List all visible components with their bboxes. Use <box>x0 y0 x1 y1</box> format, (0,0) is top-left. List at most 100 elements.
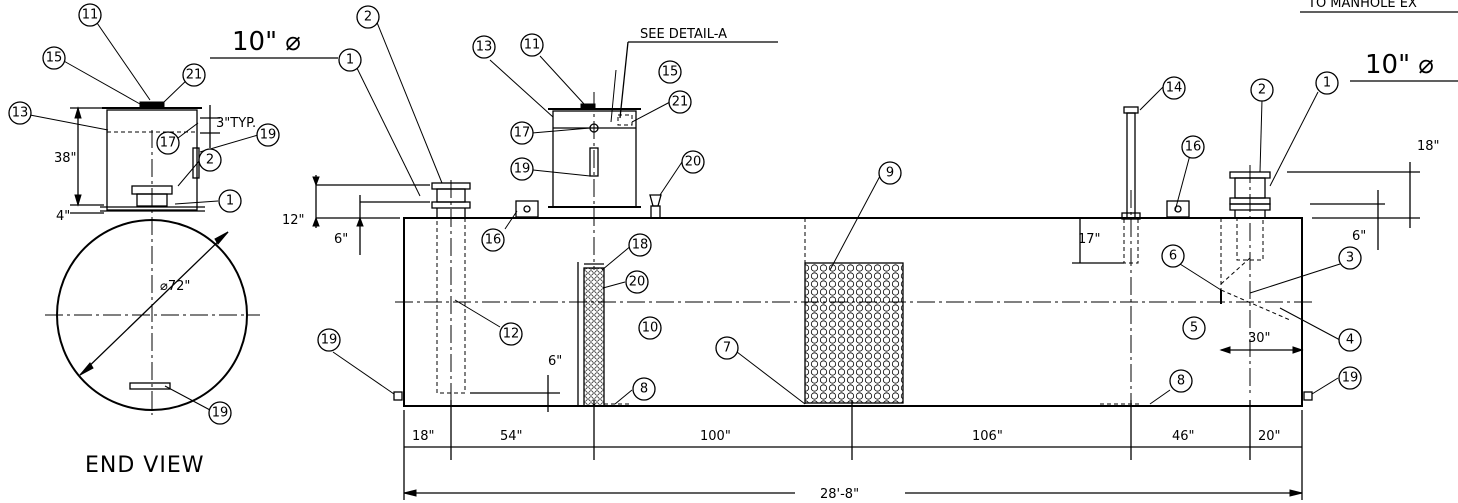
svg-text:15: 15 <box>662 65 679 80</box>
svg-text:20: 20 <box>629 275 646 290</box>
balloon-8-left: 8 <box>632 377 656 401</box>
svg-text:21: 21 <box>186 68 203 83</box>
balloon-4: 4 <box>1338 328 1362 352</box>
shell-diameter-label: ⌀72" <box>160 279 190 294</box>
dim-30: 30" <box>1248 331 1271 346</box>
svg-text:19: 19 <box>321 333 338 348</box>
balloon-9: 9 <box>878 161 902 185</box>
balloon-19-left: 19 <box>317 328 341 352</box>
dim-6-left: 6" <box>334 232 348 247</box>
svg-text:2: 2 <box>364 10 372 25</box>
svg-text:13: 13 <box>476 40 493 55</box>
svg-text:3: 3 <box>1346 251 1354 266</box>
balloon-14: 14 <box>1162 76 1186 100</box>
seg-46: 46" <box>1172 429 1195 444</box>
dim-17: 17" <box>1078 232 1101 247</box>
balloon-6: 6 <box>1161 244 1185 268</box>
svg-text:7: 7 <box>723 341 731 356</box>
balloon-15-side: 15 <box>658 60 682 84</box>
balloon-7: 7 <box>715 336 739 360</box>
outlet-diameter-label: 10" ⌀ <box>1365 50 1434 80</box>
svg-text:1: 1 <box>226 194 234 209</box>
svg-text:10: 10 <box>642 321 659 336</box>
balloon-2-inlet: 2 <box>356 5 380 29</box>
svg-text:9: 9 <box>886 166 894 181</box>
balloon-19-side: 19 <box>510 157 534 181</box>
svg-text:11: 11 <box>82 8 99 23</box>
svg-text:2: 2 <box>206 153 214 168</box>
balloon-19-right: 19 <box>1338 366 1362 390</box>
end-view: ⌀72" 38" 4" 3"TYP. <box>45 101 260 415</box>
svg-text:5: 5 <box>1190 321 1198 336</box>
balloon-5: 5 <box>1182 316 1206 340</box>
balloon-19-end-top: 19 <box>256 123 280 147</box>
balloon-15-end: 15 <box>42 46 66 70</box>
balloon-21-side: 21 <box>668 90 692 114</box>
leaders <box>29 19 1341 411</box>
balloon-12: 12 <box>499 322 523 346</box>
svg-text:4: 4 <box>1346 333 1354 348</box>
balloon-20-top: 20 <box>681 150 705 174</box>
svg-text:11: 11 <box>524 38 541 53</box>
seg-18: 18" <box>412 429 435 444</box>
balloon-10: 10 <box>638 316 662 340</box>
svg-text:13: 13 <box>12 106 29 121</box>
balloon-8-right: 8 <box>1169 369 1193 393</box>
svg-text:2: 2 <box>1258 83 1266 98</box>
svg-text:21: 21 <box>672 95 689 110</box>
dim-12: 12" <box>282 213 305 228</box>
balloon-13-end: 13 <box>8 101 32 125</box>
svg-text:20: 20 <box>685 155 702 170</box>
balloon-3: 3 <box>1338 246 1362 270</box>
balloon-20-pack: 20 <box>625 270 649 294</box>
svg-text:17: 17 <box>160 136 177 151</box>
balloon-18: 18 <box>628 233 652 257</box>
side-view <box>393 92 1313 407</box>
svg-text:19: 19 <box>260 128 277 143</box>
svg-text:14: 14 <box>1166 81 1183 96</box>
balloon-2-end: 2 <box>198 148 222 172</box>
see-detail-label: SEE DETAIL-A <box>640 27 727 42</box>
balloon-1-inlet: 1 <box>338 48 362 72</box>
svg-text:12: 12 <box>503 327 520 342</box>
manhole-note: TO MANHOLE EX <box>1307 0 1417 11</box>
svg-text:16: 16 <box>1185 140 1202 155</box>
svg-text:17: 17 <box>514 126 531 141</box>
seg-100: 100" <box>700 429 731 444</box>
dim-6-bottom: 6" <box>548 354 562 369</box>
svg-text:19: 19 <box>1342 371 1359 386</box>
dim-18-top: 18" <box>1417 139 1440 154</box>
dim-4: 4" <box>56 209 70 224</box>
balloon-17-side: 17 <box>510 121 534 145</box>
svg-text:1: 1 <box>346 53 354 68</box>
balloon-1-end: 1 <box>218 189 242 213</box>
svg-text:19: 19 <box>212 406 229 421</box>
svg-text:8: 8 <box>640 382 648 397</box>
balloon-11-end: 11 <box>78 3 102 27</box>
dim-6-right: 6" <box>1352 229 1366 244</box>
seg-20: 20" <box>1258 429 1281 444</box>
balloon-16-left: 16 <box>481 228 505 252</box>
balloon-1-outlet: 1 <box>1315 71 1339 95</box>
typ-3-label: 3"TYP. <box>216 116 256 131</box>
balloon-2-outlet: 2 <box>1250 78 1274 102</box>
balloon-21-end: 21 <box>182 63 206 87</box>
seg-54: 54" <box>500 429 523 444</box>
svg-text:8: 8 <box>1177 374 1185 389</box>
svg-text:16: 16 <box>485 233 502 248</box>
svg-text:6: 6 <box>1169 249 1177 264</box>
dim-38: 38" <box>54 151 77 166</box>
end-view-title: END VIEW <box>85 453 204 478</box>
overall-length: 28'-8" <box>820 487 859 502</box>
svg-text:15: 15 <box>46 51 63 66</box>
inlet-diameter-label: 10" ⌀ <box>232 27 301 57</box>
balloon-16-right: 16 <box>1181 135 1205 159</box>
balloon-13-side: 13 <box>472 35 496 59</box>
svg-text:1: 1 <box>1323 76 1331 91</box>
svg-text:19: 19 <box>514 162 531 177</box>
balloon-17-end: 17 <box>156 131 180 155</box>
svg-text:18: 18 <box>632 238 649 253</box>
balloon-19-end-bottom: 19 <box>208 401 232 425</box>
balloon-11-side: 11 <box>520 33 544 57</box>
